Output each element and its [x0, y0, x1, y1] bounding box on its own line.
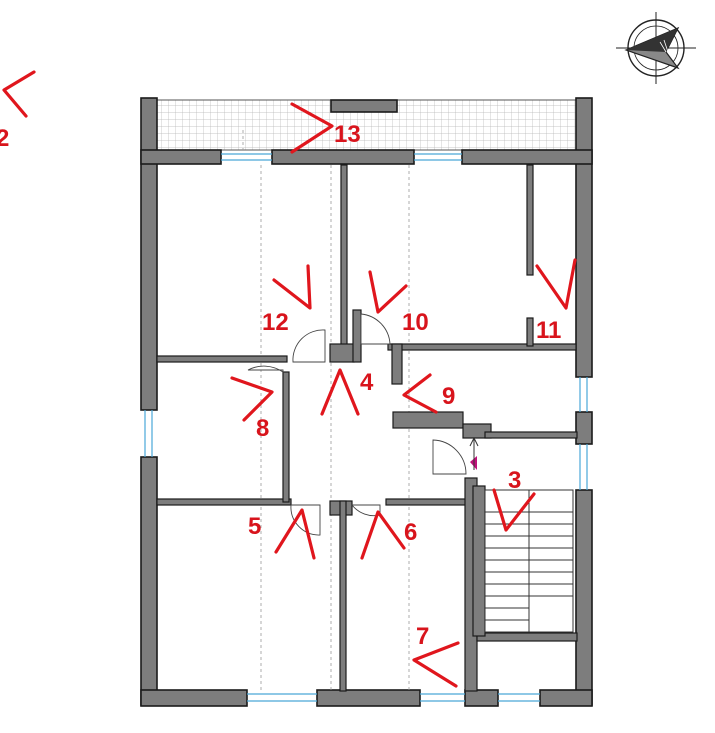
balcony-wall-block [330, 99, 398, 113]
viewpoint-label-4: 4 [360, 369, 374, 396]
viewpoint-marker-icon [412, 641, 460, 688]
viewpoint-marker-icon [274, 508, 316, 560]
viewpoint-label-2: 2 [0, 125, 9, 152]
viewpoint-marker-icon [360, 510, 406, 560]
viewpoint-markers [2, 70, 577, 688]
viewpoint-label-9: 9 [442, 383, 455, 410]
viewpoint-label-6: 6 [404, 519, 417, 546]
viewpoint-label-8: 8 [256, 415, 269, 442]
viewpoint-label-11: 11 [536, 317, 561, 344]
viewpoint-marker-icon [2, 70, 36, 118]
viewpoint-marker-icon [402, 373, 438, 414]
viewpoint-labels: 2 3 4 5 6 7 8 9 10 11 12 13 [0, 121, 561, 650]
viewpoint-label-3: 3 [508, 467, 521, 494]
exterior-walls [140, 97, 593, 707]
viewpoint-label-10: 10 [402, 309, 429, 336]
viewpoint-marker-icon [535, 258, 577, 310]
viewpoint-marker-icon [492, 488, 536, 532]
guide-lines [242, 130, 410, 690]
north-arrow-icon [616, 12, 696, 84]
door-swings [247, 313, 467, 536]
viewpoint-marker-icon [368, 270, 408, 314]
viewpoint-marker-icon [320, 368, 360, 416]
staircase [469, 436, 574, 633]
viewpoint-marker-icon [230, 376, 274, 422]
viewpoint-label-7: 7 [416, 623, 429, 650]
viewpoint-label-5: 5 [248, 513, 261, 540]
viewpoint-marker-icon [272, 264, 312, 310]
windows [144, 153, 588, 702]
viewpoint-label-12: 12 [262, 309, 289, 336]
viewpoint-label-13: 13 [334, 121, 361, 148]
viewpoint-marker-icon [290, 102, 334, 154]
interior-walls [156, 164, 578, 692]
